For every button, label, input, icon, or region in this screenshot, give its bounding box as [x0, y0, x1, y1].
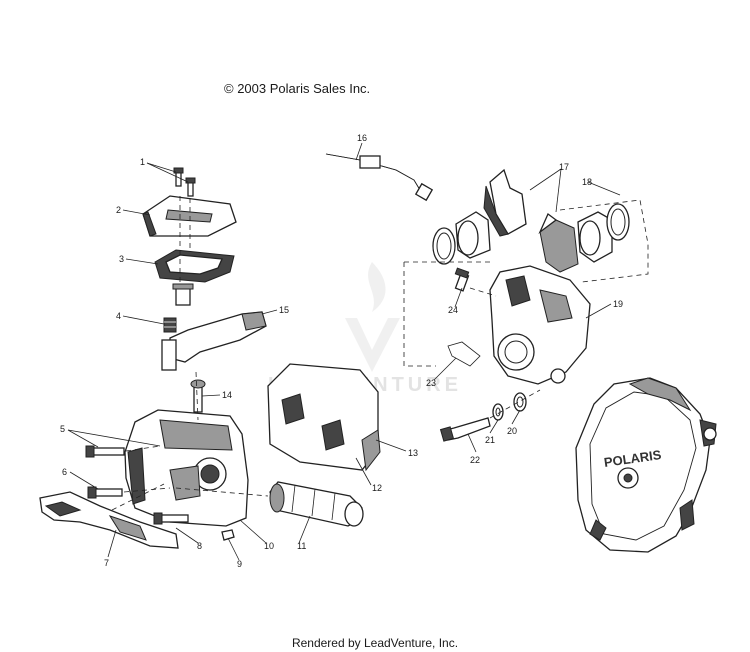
part-8-bolt[interactable]	[153, 512, 189, 525]
fitting-part	[172, 283, 194, 306]
part-9-clip[interactable]	[221, 529, 235, 541]
callout-6[interactable]: 6	[62, 467, 67, 477]
part-15-throttle-lever[interactable]	[161, 311, 267, 371]
callout-24[interactable]: 24	[448, 305, 458, 315]
callout-1[interactable]: 1	[140, 157, 145, 167]
callout-12[interactable]: 12	[372, 483, 382, 493]
callout-11[interactable]: 11	[297, 541, 306, 551]
part-3-gasket[interactable]	[154, 249, 235, 283]
callout-numbers: 1 2 3 4 5 6 7 8 9 10 11 12 13 14 15 16 1…	[60, 133, 623, 569]
part-18-pistons[interactable]	[432, 203, 630, 265]
callout-20[interactable]: 20	[507, 426, 517, 436]
callout-21[interactable]: 21	[485, 435, 495, 445]
part-4-spring[interactable]	[163, 317, 177, 333]
part-5-bolt[interactable]	[85, 445, 125, 458]
callout-4[interactable]: 4	[116, 311, 121, 321]
part-17-brake-pads[interactable]	[483, 168, 579, 273]
callout-14[interactable]: 14	[222, 390, 232, 400]
part-7-brake-lever[interactable]	[39, 491, 179, 549]
part-12-cover-plate[interactable]	[267, 363, 381, 472]
callout-13[interactable]: 13	[408, 448, 418, 458]
part-22-bolt[interactable]	[439, 417, 491, 442]
callout-5[interactable]: 5	[60, 424, 65, 434]
part-clutch-cover[interactable]	[575, 377, 717, 553]
part-19-caliper-body[interactable]	[489, 265, 591, 385]
leader-lines	[67, 142, 621, 561]
part-20-washer[interactable]	[513, 392, 527, 412]
part-1-screws[interactable]	[173, 167, 196, 197]
part-10-housing[interactable]	[124, 409, 249, 527]
copyright-text: © 2003 Polaris Sales Inc.	[224, 81, 371, 96]
callout-19[interactable]: 19	[613, 299, 623, 309]
watermark-logo-icon	[345, 262, 400, 372]
part-16-brake-line[interactable]	[325, 153, 434, 202]
callout-8[interactable]: 8	[197, 541, 202, 551]
callout-3[interactable]: 3	[119, 254, 124, 264]
part-11-cylinder[interactable]	[269, 481, 364, 527]
callout-7[interactable]: 7	[104, 558, 109, 568]
callout-15[interactable]: 15	[279, 305, 289, 315]
callout-18[interactable]: 18	[582, 177, 592, 187]
callout-10[interactable]: 10	[264, 541, 274, 551]
callout-16[interactable]: 16	[357, 133, 367, 143]
callout-23[interactable]: 23	[426, 378, 436, 388]
callout-22[interactable]: 22	[470, 455, 480, 465]
callout-9[interactable]: 9	[237, 559, 242, 569]
part-6-bolt[interactable]	[87, 486, 123, 499]
callout-2[interactable]: 2	[116, 205, 121, 215]
part-24-bleeder[interactable]	[454, 267, 470, 292]
part-2-cover[interactable]	[142, 195, 237, 237]
assembly-lines-right	[403, 199, 649, 419]
rendered-by-footer: Rendered by LeadVenture, Inc.	[291, 636, 459, 650]
assembly-lines-left	[111, 196, 269, 511]
callout-17[interactable]: 17	[559, 162, 569, 172]
part-23-clip[interactable]	[447, 341, 481, 367]
